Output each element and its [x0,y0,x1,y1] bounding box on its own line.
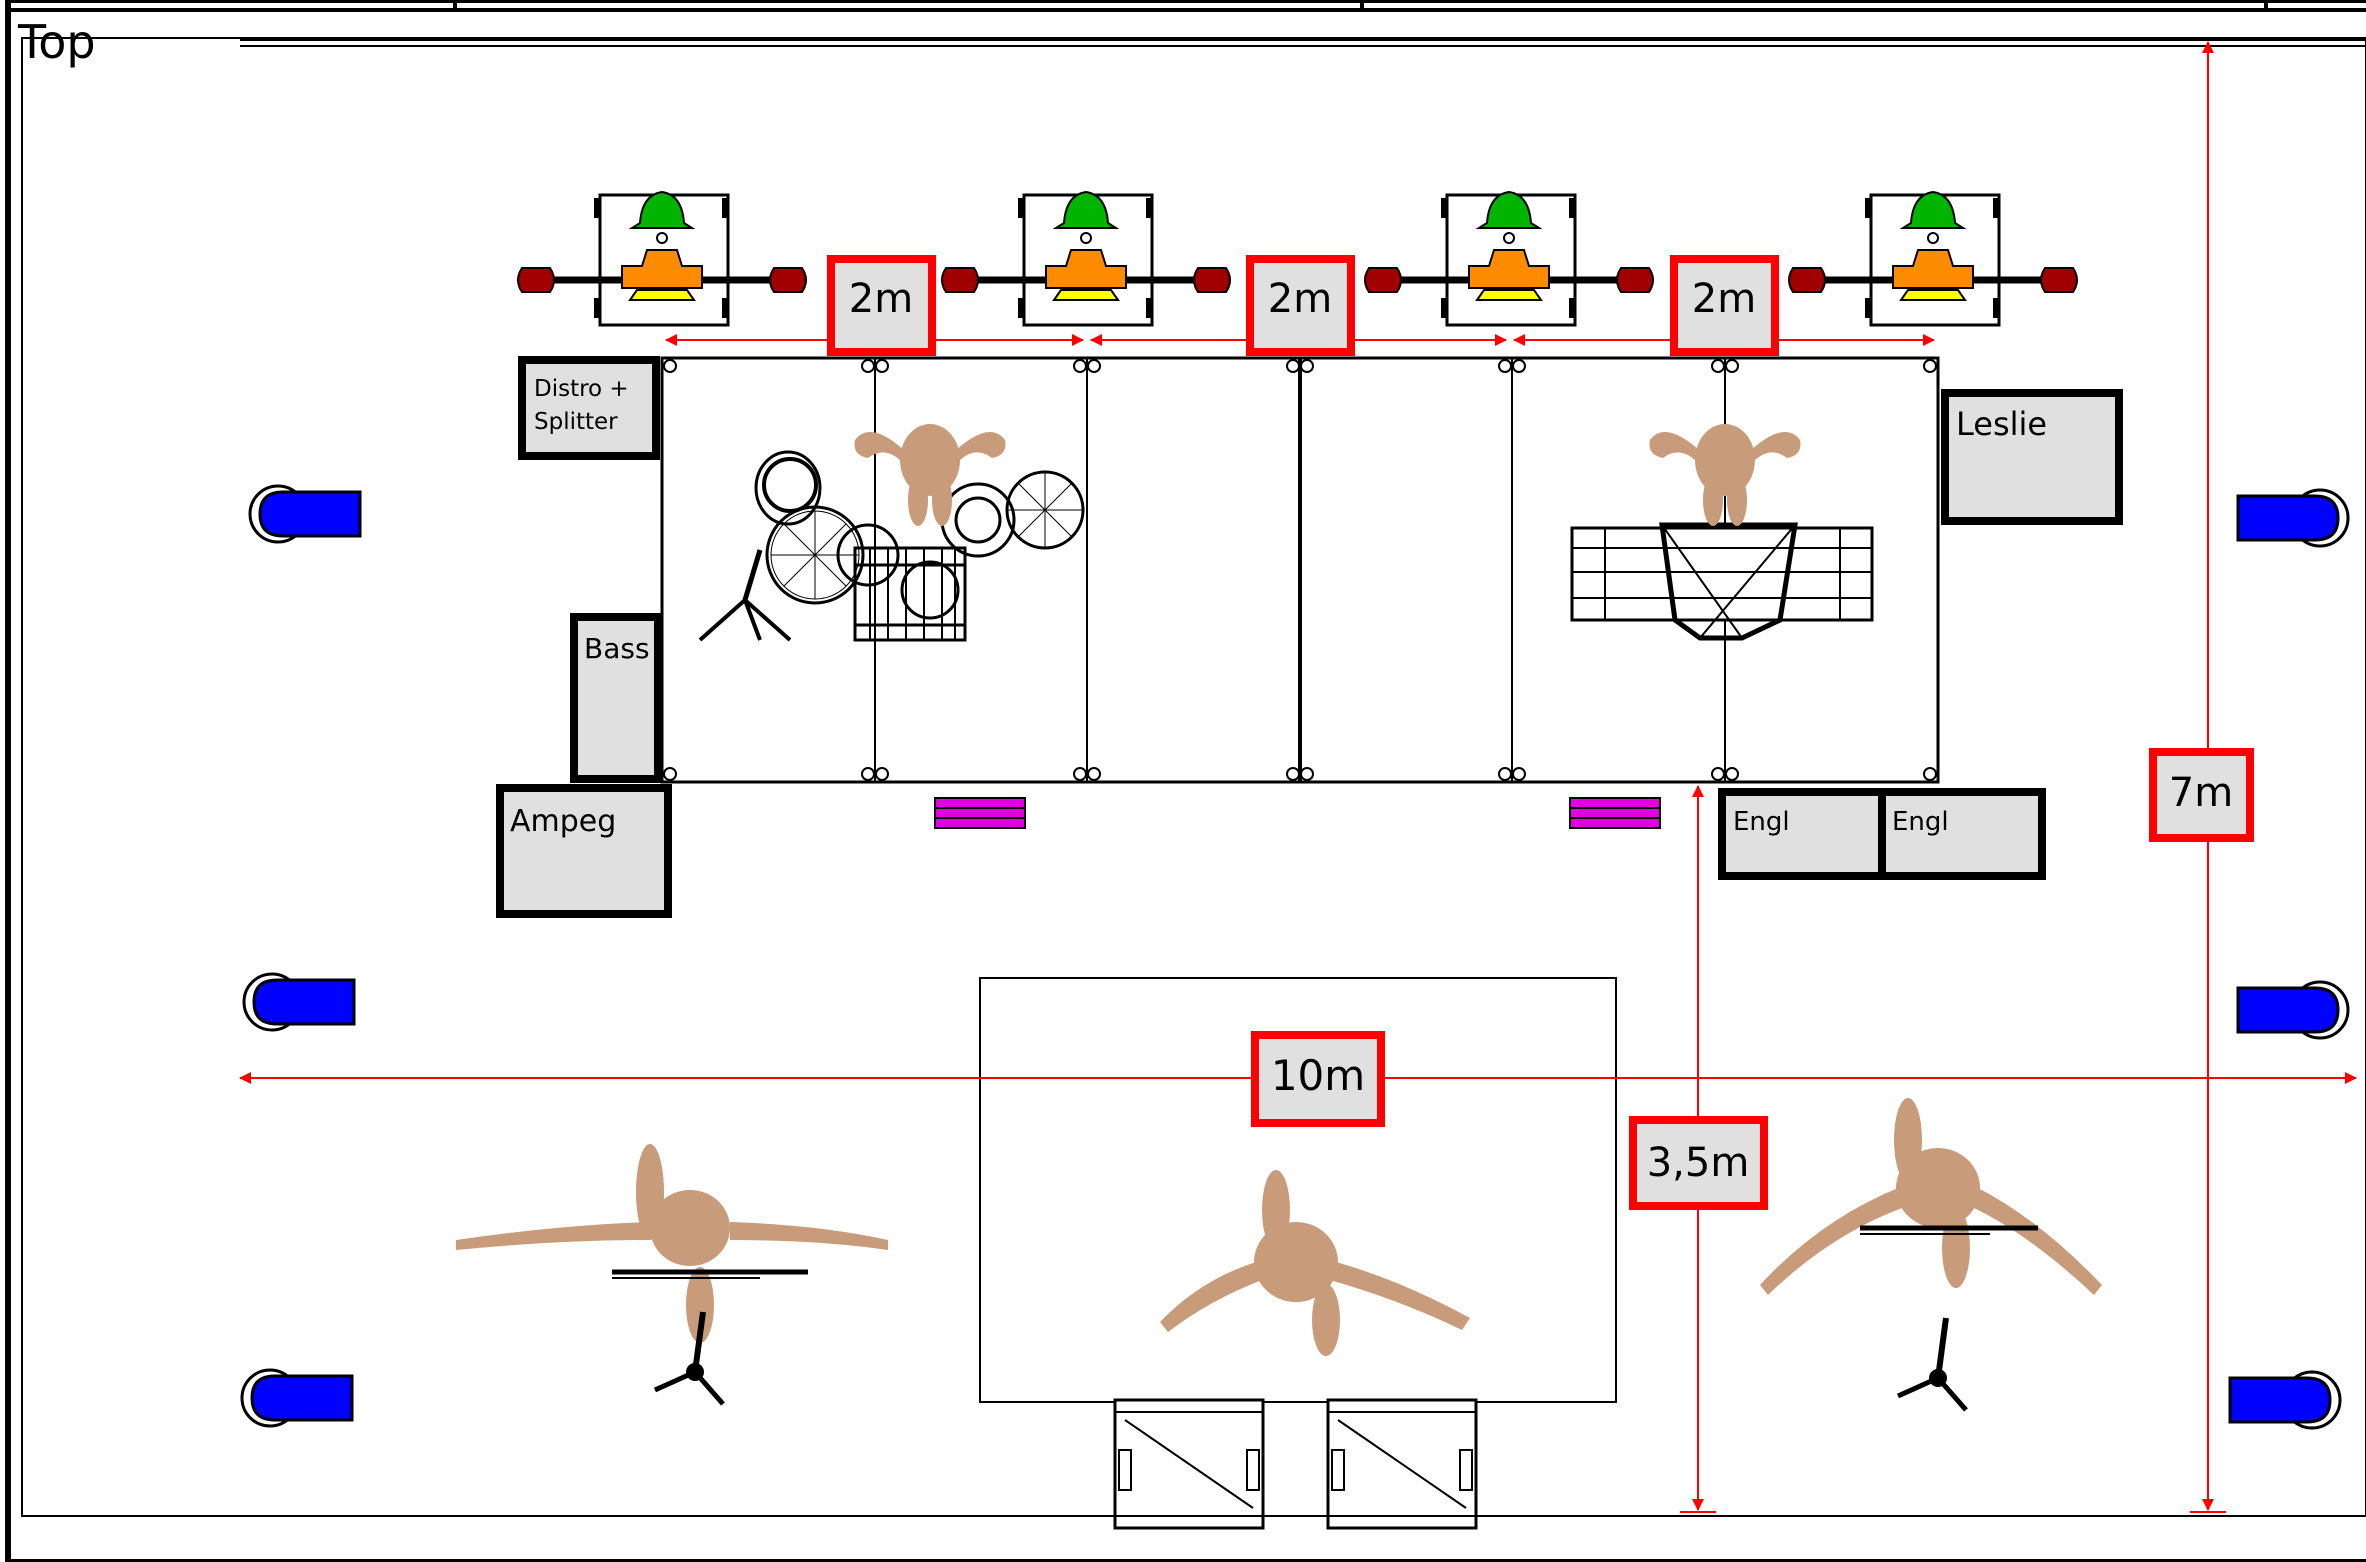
ampeg-amp: Ampeg [496,784,672,918]
svg-text:3,5m: 3,5m [1647,1140,1750,1186]
svg-text:2m: 2m [1692,276,1756,322]
guitar-player [1760,1098,2102,1295]
subwoofer-left [1113,1398,1265,1530]
svg-text:7m: 7m [2169,770,2233,816]
side-monitor-right-2 [2236,980,2350,1040]
distro-splitter-box: Distro + Splitter [518,356,660,460]
view-title: Top [17,15,96,69]
page-frame [5,0,2366,1562]
svg-text:Engl: Engl [1892,807,1949,837]
svg-text:Ampeg: Ampeg [510,804,616,839]
dimension-label-2m-b: 2m [1246,255,1355,356]
svg-text:2m: 2m [1268,276,1332,322]
svg-text:Engl: Engl [1733,807,1790,837]
subwoofer-right [1326,1398,1478,1530]
lighting-fixture-3 [1365,192,1653,325]
engl-amp-left: Engl [1718,788,1886,880]
leslie-speaker: Leslie [1941,389,2123,525]
dimension-label-10m: 10m [1251,1031,1385,1127]
svg-text:Bass: Bass [584,632,650,665]
engl-amp-right: Engl [1878,788,2046,880]
mic-stand-right [1898,1318,1966,1410]
svg-text:10m: 10m [1271,1051,1365,1100]
wedge-monitor-left [934,797,1026,829]
svg-text:Splitter: Splitter [534,409,618,435]
lighting-fixture-1 [518,192,806,325]
side-monitor-right-1 [2236,488,2350,548]
drum-kit [698,450,1085,642]
side-monitor-left-2 [242,972,356,1032]
dimension-label-7m: 7m [2149,748,2254,842]
dimension-label-3-5m: 3,5m [1629,1116,1768,1210]
dimension-label-2m-a: 2m [827,255,936,356]
lighting-fixture-4 [1789,192,2077,325]
svg-text:Distro +: Distro + [534,376,629,402]
side-monitor-left-1 [248,484,362,544]
lighting-fixture-2 [942,192,1230,325]
wedge-monitor-right [1569,797,1661,829]
keyboard [1570,522,1874,641]
svg-text:Leslie: Leslie [1956,405,2047,443]
bass-player [456,1144,888,1343]
lead-singer [1160,1170,1470,1356]
dimension-label-2m-c: 2m [1670,255,1779,356]
svg-text:2m: 2m [849,276,913,322]
riser-legs [663,359,1937,781]
bass-cabinet: Bass [570,613,662,783]
side-monitor-right-3 [2228,1370,2342,1430]
side-monitor-left-3 [240,1368,354,1428]
